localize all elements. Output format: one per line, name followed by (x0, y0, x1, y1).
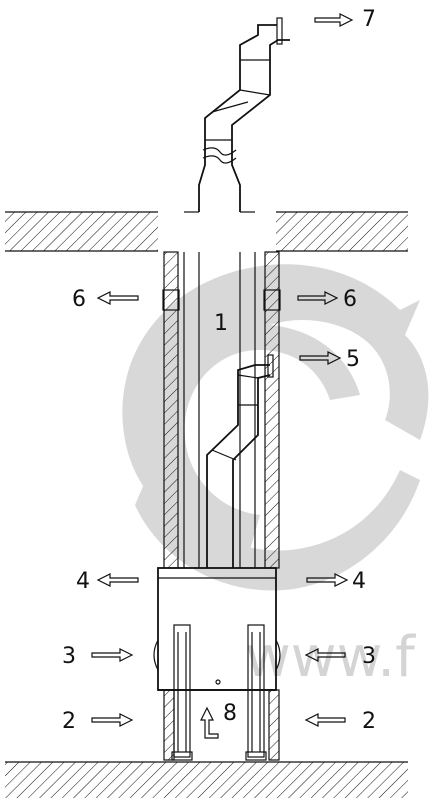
arrow-3-left-in (91, 648, 134, 662)
stove-leg-left (171, 624, 193, 761)
label-6-right: 6 (343, 287, 357, 312)
arrow-2-right-in (304, 713, 346, 727)
shaft-wall-right (263, 251, 281, 569)
label-1: 1 (214, 311, 228, 336)
arrow-8-up (200, 706, 219, 739)
label-8: 8 (223, 701, 237, 726)
label-4-left: 4 (76, 569, 90, 594)
label-3-right: 3 (362, 644, 376, 669)
arrow-4-left (96, 573, 139, 587)
shaft-wall-left (162, 251, 180, 569)
arrow-2-left-in (91, 713, 134, 727)
arrow-6-right (297, 291, 339, 305)
label-7: 7 (362, 7, 376, 32)
mid-flue-pipe (206, 354, 274, 568)
stove-leg-right (245, 624, 267, 761)
lower-wall-left (163, 689, 175, 761)
arrow-7-right (314, 13, 354, 27)
label-2-right: 2 (362, 709, 376, 734)
arrow-4-right (306, 573, 349, 587)
arrow-5-right (299, 351, 342, 365)
ceiling-slab (5, 211, 408, 252)
label-4-right: 4 (352, 569, 366, 594)
floor-slab (5, 761, 408, 798)
label-6-left: 6 (72, 287, 86, 312)
label-2-left: 2 (62, 709, 76, 734)
arrow-3-right-in (304, 648, 346, 662)
arrow-6-left (96, 291, 139, 305)
lower-wall-right (268, 689, 280, 761)
label-3-left: 3 (62, 644, 76, 669)
flue-pipes (183, 252, 256, 568)
label-5: 5 (346, 347, 360, 372)
upper-flue-pipe (184, 17, 290, 213)
